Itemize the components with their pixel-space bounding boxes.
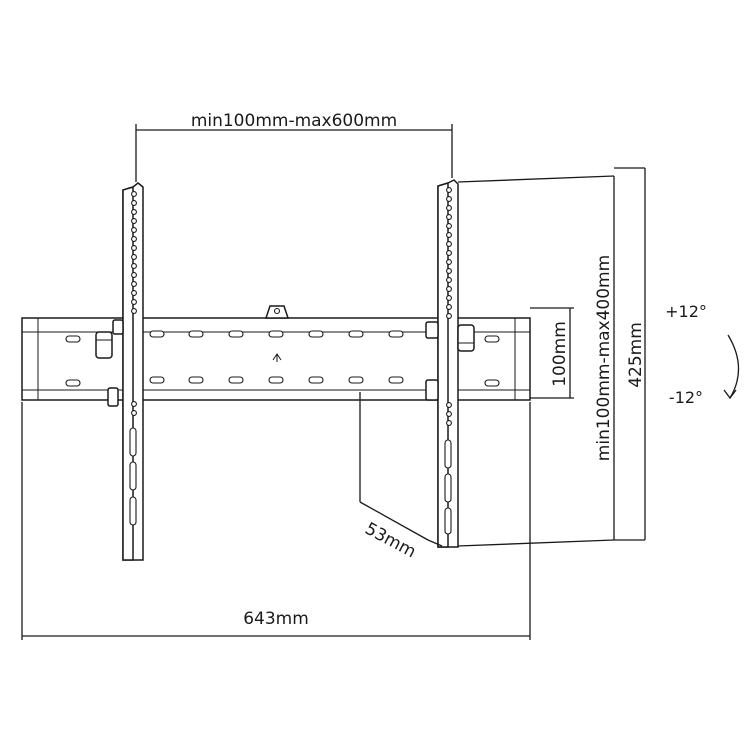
right-arm: [425, 179, 475, 548]
left-arm-hole: [131, 281, 137, 287]
tilt-down-label: -12°: [669, 388, 703, 407]
right-arm-hole: [446, 196, 452, 202]
right-arm-hole: [446, 214, 452, 220]
right-arm-hole: [446, 205, 452, 211]
right-arm-hole: [446, 250, 452, 256]
rail-height-dimension: 100mm: [530, 307, 574, 399]
right-arm-hole: [446, 304, 452, 310]
left-arm-hole: [131, 290, 137, 296]
right-arm-hole: [446, 411, 452, 417]
depth-label: 53mm: [361, 519, 419, 562]
tilt-indicator: +12° -12°: [665, 302, 740, 407]
left-arm-hole: [131, 254, 137, 260]
total-width-dimension: 643mm: [21, 402, 531, 640]
vesa-width-label: min100mm-max600mm: [191, 111, 397, 131]
depth-dimension: 53mm: [359, 392, 443, 562]
right-arm-hole: [446, 277, 452, 283]
right-arm-hole: [446, 286, 452, 292]
right-arm-hole: [446, 223, 452, 229]
left-arm-hole: [131, 308, 137, 314]
left-arm-hole: [131, 227, 137, 233]
right-arm-hole: [446, 268, 452, 274]
left-arm-hole: [131, 209, 137, 215]
tilt-up-label: +12°: [665, 302, 707, 321]
vesa-height-dimension: min100mm-max400mm: [457, 175, 615, 547]
left-arm-hole: [131, 200, 137, 206]
left-arm-hole: [131, 299, 137, 305]
tilt-arrow-icon: [723, 389, 737, 400]
right-arm-hole: [446, 259, 452, 265]
arm-height-label: 425mm: [626, 322, 646, 388]
left-arm-hole: [131, 410, 137, 416]
safety-lock-right: [425, 379, 439, 401]
left-arm-hole: [131, 236, 137, 242]
right-arm-hole: [446, 187, 452, 193]
safety-lock-left: [107, 387, 119, 407]
right-arm-hole: [446, 241, 452, 247]
arm-height-dimension: 425mm: [614, 167, 646, 541]
left-arm-hole: [131, 401, 137, 407]
right-arm-hole: [446, 232, 452, 238]
tilt-arc: [727, 334, 740, 399]
left-arm-hole: [131, 263, 137, 269]
right-arm-hole: [446, 295, 452, 301]
up-arrow-icon: [272, 353, 282, 362]
left-arm: [95, 182, 144, 561]
vesa-width-dimension: min100mm-max600mm: [135, 111, 453, 182]
tilt-knob-right: [457, 324, 475, 352]
total-width-label: 643mm: [243, 609, 309, 629]
vesa-height-label: min100mm-max400mm: [594, 255, 614, 461]
right-arm-hole: [446, 420, 452, 426]
tilt-knob-left: [95, 331, 113, 359]
left-arm-hole: [131, 218, 137, 224]
right-arm-hole: [446, 313, 452, 319]
rail-height-label: 100mm: [550, 321, 570, 387]
left-arm-hole: [131, 191, 137, 197]
wall-plate-slots: [65, 330, 500, 387]
right-arm-hole: [446, 402, 452, 408]
left-arm-hole: [131, 272, 137, 278]
left-arm-hole: [131, 245, 137, 251]
